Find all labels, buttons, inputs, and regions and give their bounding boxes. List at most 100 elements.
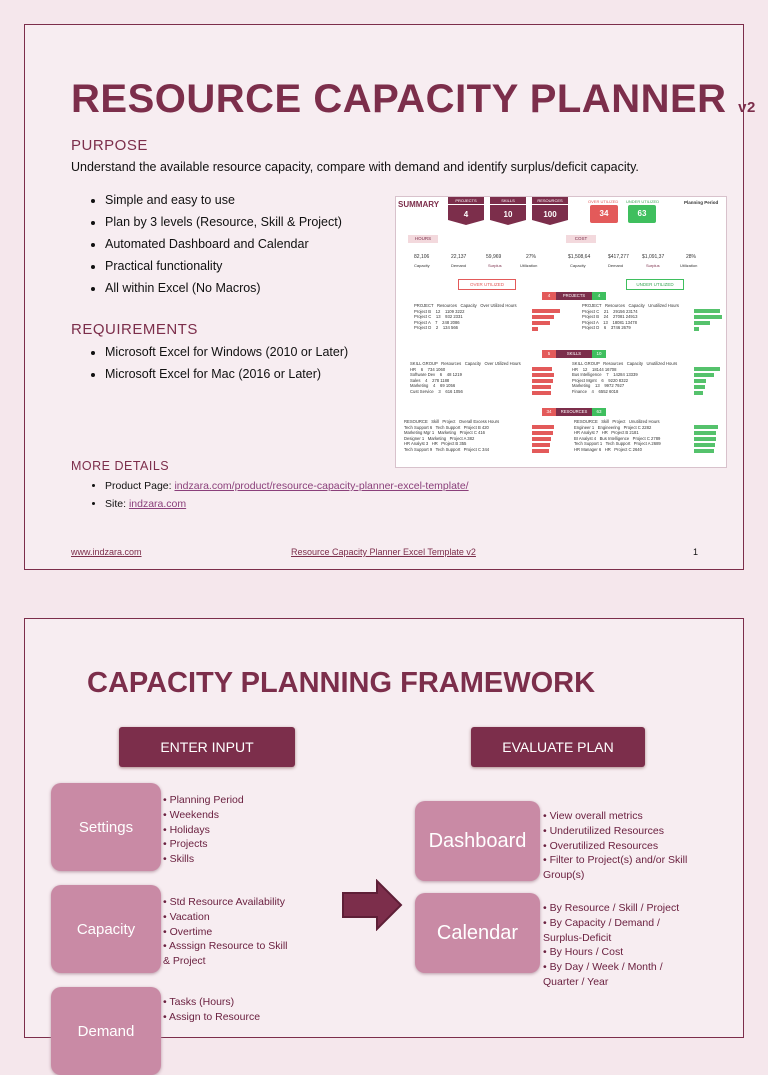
metric-label: Demand <box>451 263 467 268</box>
metric-label: Utilization <box>520 263 538 268</box>
purpose-heading: PURPOSE <box>71 137 148 154</box>
bar <box>694 431 716 435</box>
evaluate-plan-header: EVALUATE PLAN <box>471 727 645 767</box>
list-item: By Day / Week / Month / Quarter / Year <box>543 960 693 990</box>
dashboard-preview: SUMMARY PROJECTS 4 SKILLS 10 RESOURCES 1… <box>395 196 727 468</box>
page-title: RESOURCE CAPACITY PLANNER v2 <box>71 77 756 121</box>
list-item: Practical functionality <box>105 255 342 277</box>
settings-items: Planning Period Weekends Holidays Projec… <box>163 793 244 867</box>
list-item: Holidays <box>163 823 244 838</box>
metric-value: 82,106 <box>414 254 430 260</box>
under-utilized-value: 63 <box>628 205 656 223</box>
skills-label: SKILLS <box>490 197 526 204</box>
over-utilized-heading: OVER UTILIZED <box>458 279 516 290</box>
enter-input-header: ENTER INPUT <box>119 727 295 767</box>
list-item: Underutilized Resources <box>543 824 711 839</box>
list-item: Tasks (Hours) <box>163 995 260 1010</box>
page-1: RESOURCE CAPACITY PLANNER v2 PURPOSE Und… <box>24 24 755 570</box>
bar <box>532 437 551 441</box>
bar <box>532 449 549 453</box>
projects-table-right: PROJECT Resources Capacity Unutilized Ho… <box>582 303 679 331</box>
list-item: Std Resource Availability <box>163 895 295 910</box>
bar <box>532 443 550 447</box>
product-page-link[interactable]: indzara.com/product/resource-capacity-pl… <box>174 480 469 492</box>
bar <box>532 321 550 325</box>
planning-period-label: Planning Period <box>684 200 719 205</box>
resources-label: RESOURCES <box>532 197 568 204</box>
list-item: Overutilized Resources <box>543 839 711 854</box>
hours-label: HOURS <box>408 235 438 243</box>
bar <box>532 379 553 383</box>
bar <box>694 327 699 331</box>
count-badge: 63 <box>592 408 606 416</box>
metric-value: $417,277 <box>608 254 629 260</box>
purpose-text: Understand the available resource capaci… <box>71 160 639 174</box>
count-badge: 4 <box>542 292 556 300</box>
list-item: Asssign Resource to Skill & Project <box>163 939 295 969</box>
over-utilized-value: 34 <box>590 205 618 223</box>
bar <box>694 379 706 383</box>
features-list: Simple and easy to use Plan by 3 levels … <box>87 189 342 299</box>
under-utilized-heading: UNDER UTILIZED <box>626 279 684 290</box>
bar <box>694 391 703 395</box>
bar <box>694 321 710 325</box>
list-item: By Resource / Skill / Project <box>543 901 693 916</box>
summary-label: SUMMARY <box>398 200 440 209</box>
projects-value: 4 <box>448 205 484 225</box>
count-badge: 34 <box>542 408 556 416</box>
bar <box>694 373 714 377</box>
metric-label: Surplus <box>488 263 502 268</box>
metric-value: 59,969 <box>486 254 502 260</box>
right-arrow-icon <box>342 879 403 931</box>
footer-document-title: Resource Capacity Planner Excel Template… <box>291 547 476 557</box>
dashboard-items: View overall metrics Underutilized Resou… <box>543 809 711 883</box>
list-item: Overtime <box>163 925 295 940</box>
count-badge: 10 <box>592 350 606 358</box>
section-label: RESOURCES <box>556 408 592 416</box>
section-label: PROJECTS <box>556 292 592 300</box>
metric-label: Surplus <box>646 263 660 268</box>
metric-value: $1,508,64 <box>568 254 591 260</box>
list-item: Skills <box>163 852 244 867</box>
bar <box>532 385 551 389</box>
dashboard-box: Dashboard <box>415 801 540 881</box>
skills-table-left: SKILL GROUP Resources Capacity Over Util… <box>410 361 521 394</box>
count-badge: 4 <box>592 292 606 300</box>
under-utilized-label: UNDER UTILIZED <box>626 199 660 204</box>
list-item: Simple and easy to use <box>105 189 342 211</box>
bar <box>694 309 720 313</box>
list-item: Weekends <box>163 808 244 823</box>
projects-table-left: PROJECT Resources Capacity Over Utilized… <box>414 303 517 331</box>
list-item: Plan by 3 levels (Resource, Skill & Proj… <box>105 211 342 233</box>
page-number: 1 <box>693 547 699 557</box>
metric-label: Demand <box>608 263 624 268</box>
list-item: By Hours / Cost <box>543 945 693 960</box>
list-item: Assign to Resource <box>163 1010 260 1025</box>
skills-table-right: SKILL GROUP Resources Capacity Unutilize… <box>572 361 678 394</box>
list-item: Projects <box>163 837 244 852</box>
bar <box>694 449 714 453</box>
metric-value: 28% <box>686 254 697 260</box>
bar <box>532 373 554 377</box>
requirements-heading: REQUIREMENTS <box>71 321 198 338</box>
resources-table-left: RESOURCE Skill Project Overall Excess Ho… <box>404 419 500 452</box>
count-badge: 5 <box>542 350 556 358</box>
capacity-box: Capacity <box>51 885 161 973</box>
bar <box>532 327 538 331</box>
list-item: Microsoft Excel for Mac (2016 or Later) <box>105 363 348 385</box>
site-link[interactable]: indzara.com <box>128 498 187 510</box>
calendar-items: By Resource / Skill / Project By Capacit… <box>543 901 693 990</box>
capacity-items: Std Resource Availability Vacation Overt… <box>163 895 295 969</box>
projects-label: PROJECTS <box>448 197 484 204</box>
footer-website-link[interactable]: www.indzara.com <box>71 547 142 557</box>
bar <box>694 367 720 371</box>
list-item: All within Excel (No Macros) <box>105 277 342 299</box>
section-label: SKILLS <box>556 350 592 358</box>
bar <box>694 437 716 441</box>
demand-items: Tasks (Hours) Assign to Resource <box>163 995 260 1025</box>
skills-value: 10 <box>490 205 526 225</box>
list-item: Product Page: indzara.com/product/resour… <box>105 477 469 495</box>
calendar-box: Calendar <box>415 893 540 973</box>
bar <box>532 315 554 319</box>
demand-box: Demand <box>51 987 161 1075</box>
